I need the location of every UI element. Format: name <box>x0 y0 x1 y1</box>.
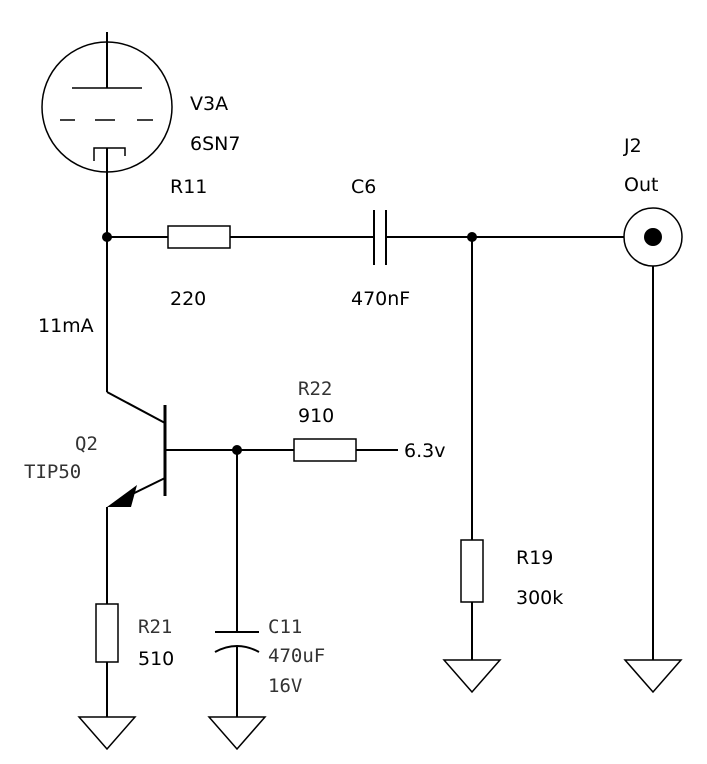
c11-value-label: 470uF <box>268 645 325 667</box>
tube-value-label: 6SN7 <box>190 133 240 155</box>
tube-ref-label: V3A <box>190 93 228 115</box>
tube-v3a-symbol <box>41 32 173 240</box>
j2-ref-label: J2 <box>623 135 642 157</box>
q2-value-label: TIP50 <box>24 461 81 483</box>
jack-j2-symbol <box>623 207 683 660</box>
q2-ref-label: Q2 <box>75 433 98 455</box>
r11-ref-label: R11 <box>170 176 207 198</box>
resistor-r19-symbol <box>460 539 484 603</box>
r22-ref-label: R22 <box>298 378 332 400</box>
resistor-r11-symbol <box>167 225 231 249</box>
r19-ref-label: R19 <box>516 547 553 569</box>
capacitor-c6-symbol <box>373 210 387 265</box>
ground-symbol <box>623 659 683 694</box>
resistor-r22-symbol <box>293 438 357 462</box>
r19-value-label: 300k <box>516 587 563 609</box>
c6-ref-label: C6 <box>351 176 376 198</box>
j2-value-label: Out <box>624 174 658 196</box>
resistor-r21-symbol <box>95 603 119 663</box>
transistor-q2-symbol <box>106 237 237 604</box>
c6-value-label: 470nF <box>351 288 410 310</box>
r11-value-label: 220 <box>170 288 206 310</box>
c11-ref-label: C11 <box>268 616 302 638</box>
ground-symbol <box>77 716 137 751</box>
r22-value-label: 910 <box>298 405 334 427</box>
ground-symbol <box>207 716 267 751</box>
r21-value-label: 510 <box>138 648 174 670</box>
c11-voltage-label: 16V <box>268 675 302 697</box>
current-label: 11mA <box>38 315 94 337</box>
ground-symbol <box>442 659 502 694</box>
supply-label: 6.3v <box>404 440 445 462</box>
r21-ref-label: R21 <box>138 616 172 638</box>
